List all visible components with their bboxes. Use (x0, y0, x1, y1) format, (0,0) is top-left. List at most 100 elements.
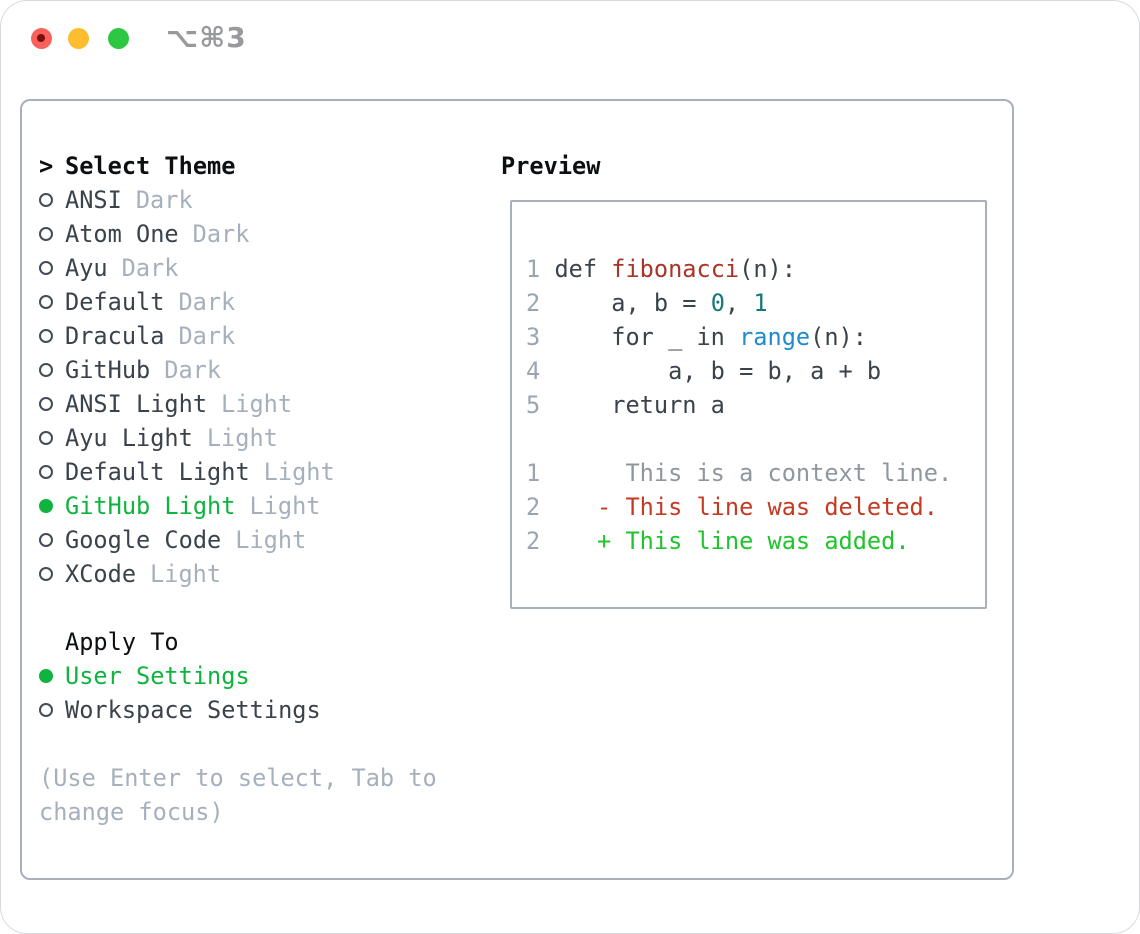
radio-marker (39, 397, 65, 411)
code-token: , (724, 289, 754, 317)
theme-option-default[interactable]: Default Dark (39, 285, 459, 319)
titlebar: ⌥⌘3 (1, 1, 1139, 75)
theme-variant: Light (235, 526, 307, 554)
theme-name: GitHub (65, 356, 151, 384)
diff-text: + This line was added. (597, 527, 910, 555)
line-number: 3 (526, 323, 541, 351)
radio-unselected-icon (39, 703, 53, 717)
theme-name: ANSI Light (65, 390, 208, 418)
code-token: 1 (753, 289, 768, 317)
diff-line-context: 1 This is a context line. (526, 456, 985, 490)
code-token: fibonacci (611, 255, 740, 283)
theme-variant: Dark (178, 288, 236, 316)
theme-option-ayu-light[interactable]: Ayu Light Light (39, 421, 459, 455)
apply-option-workspace-settings[interactable]: Workspace Settings (39, 693, 459, 727)
spacer (39, 591, 459, 625)
spacer (39, 727, 459, 761)
code-line: 3 for _ in range(n): (526, 320, 985, 354)
theme-option-xcode[interactable]: XCode Light (39, 557, 459, 591)
apply-option-user-settings[interactable]: User Settings (39, 659, 459, 693)
minimize-button[interactable] (67, 27, 89, 49)
theme-name: Google Code (65, 526, 222, 554)
radio-selected-icon (39, 499, 53, 513)
theme-name: XCode (65, 560, 137, 588)
radio-unselected-icon (39, 227, 53, 241)
preview-title: Preview (501, 152, 601, 180)
radio-marker (39, 329, 65, 343)
theme-option-atom-one[interactable]: Atom One Dark (39, 217, 459, 251)
radio-marker (39, 261, 65, 275)
radio-marker (39, 227, 65, 241)
radio-unselected-icon (39, 397, 53, 411)
radio-unselected-icon (39, 431, 53, 445)
theme-option-github[interactable]: GitHub Dark (39, 353, 459, 387)
radio-unselected-icon (39, 533, 53, 547)
theme-option-google-code[interactable]: Google Code Light (39, 523, 459, 557)
theme-option-github-light[interactable]: GitHub Light Light (39, 489, 459, 523)
theme-name: ANSI (65, 186, 122, 214)
radio-unselected-icon (39, 329, 53, 343)
radio-marker (39, 363, 65, 377)
unsaved-dot-icon (37, 34, 45, 42)
diff-line-added: 2 + This line was added. (526, 524, 985, 558)
code-token: a, b = (611, 289, 711, 317)
apply-option-label: Workspace Settings (65, 696, 321, 724)
apply-option-label: User Settings (65, 662, 250, 690)
radio-unselected-icon (39, 193, 53, 207)
select-theme-header: > Select Theme (39, 149, 459, 183)
theme-variant: Light (263, 458, 335, 486)
radio-unselected-icon (39, 363, 53, 377)
line-number: 5 (526, 391, 541, 419)
theme-name: Default (65, 288, 165, 316)
radio-unselected-icon (39, 295, 53, 309)
hint-text: (Use Enter to select, Tab to change focu… (39, 764, 437, 826)
close-button[interactable] (30, 27, 52, 49)
theme-name: GitHub Light (65, 492, 236, 520)
theme-variant: Light (206, 424, 278, 452)
radio-marker (39, 533, 65, 547)
radio-marker (39, 669, 65, 683)
radio-marker (39, 193, 65, 207)
line-number: 2 (526, 289, 541, 317)
radio-unselected-icon (39, 261, 53, 275)
code-token: for _ in (611, 323, 740, 351)
line-number: 1 (526, 459, 541, 487)
theme-variant: Dark (135, 186, 193, 214)
theme-name: Ayu (65, 254, 108, 282)
radio-unselected-icon (39, 465, 53, 479)
apply-to-header: Apply To (39, 625, 459, 659)
window-title: ⌥⌘3 (166, 21, 247, 54)
code-token: def (554, 255, 612, 283)
radio-marker (39, 465, 65, 479)
radio-selected-icon (39, 669, 53, 683)
code-token: (n): (739, 255, 796, 283)
theme-variant: Dark (178, 322, 236, 350)
radio-marker (39, 295, 65, 309)
theme-variant: Dark (164, 356, 222, 384)
code-token: a, b = b, a + b (668, 357, 882, 385)
theme-name: Ayu Light (65, 424, 193, 452)
theme-variant: Dark (192, 220, 250, 248)
theme-variant: Light (150, 560, 222, 588)
line-number: 1 (526, 255, 541, 283)
code-line: 4 a, b = b, a + b (526, 354, 985, 388)
line-number: 2 (526, 527, 541, 555)
theme-variant: Light (249, 492, 321, 520)
select-theme-title: Select Theme (65, 152, 236, 180)
theme-name: Atom One (65, 220, 179, 248)
radio-marker (39, 499, 65, 513)
prompt-caret-icon: > (39, 152, 54, 180)
zoom-button[interactable] (107, 27, 129, 49)
preview-column: Preview 1 def fibonacci(n):2 a, b = 0, 1… (501, 149, 987, 609)
theme-option-ansi[interactable]: ANSI Dark (39, 183, 459, 217)
code-token: (n): (810, 323, 867, 351)
